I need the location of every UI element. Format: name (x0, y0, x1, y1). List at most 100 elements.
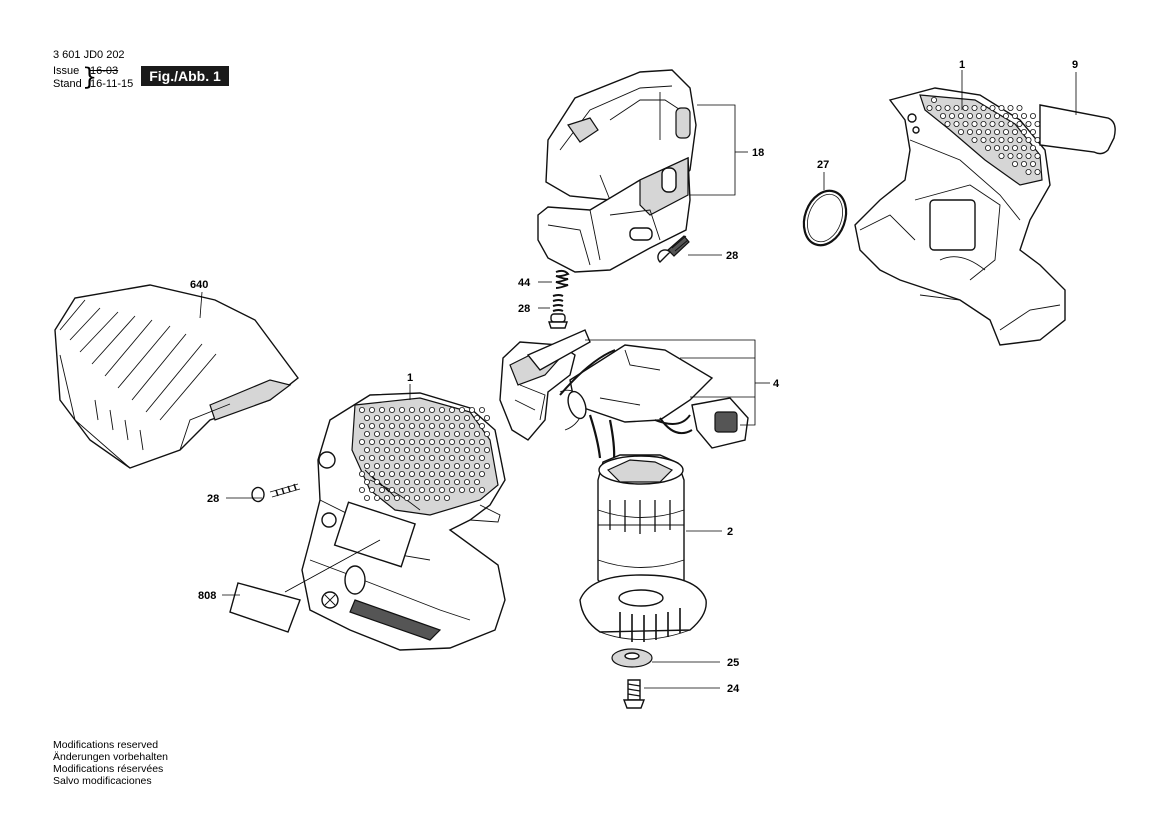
switch-cover-bottom (537, 156, 691, 273)
vent-hole (433, 478, 440, 485)
vent-hole (393, 478, 400, 485)
vent-hole (418, 470, 425, 477)
vent-hole (428, 454, 435, 461)
part-label-28-top: 28 (726, 250, 738, 262)
vent-hole (438, 438, 445, 445)
vent-hole (1034, 168, 1041, 175)
vent-hole (985, 144, 992, 151)
vent-hole (478, 422, 485, 429)
vent-hole (448, 422, 455, 429)
vent-hole (453, 446, 460, 453)
vent-hole (949, 113, 956, 120)
vent-hole (373, 414, 380, 421)
vent-hole (468, 422, 475, 429)
vent-hole (388, 470, 395, 477)
vent-hole (1021, 128, 1028, 135)
vent-hole (393, 446, 400, 453)
vent-hole (428, 486, 435, 493)
vent-hole (1030, 113, 1037, 120)
modifications-notes: Modifications reserved Änderungen vorbeh… (53, 739, 168, 787)
vent-hole (408, 486, 415, 493)
vent-hole (388, 454, 395, 461)
vent-hole (1016, 121, 1023, 128)
part-label-4: 4 (773, 378, 780, 390)
vent-hole (438, 470, 445, 477)
note-en: Modifications reserved (53, 739, 159, 751)
vent-hole (423, 462, 430, 469)
vent-hole (980, 105, 987, 112)
vent-hole (1025, 168, 1032, 175)
vent-hole (1003, 113, 1010, 120)
vent-hole (962, 105, 969, 112)
vent-hole (473, 478, 480, 485)
vent-hole (358, 454, 365, 461)
vent-hole (388, 406, 395, 413)
vent-hole (383, 414, 390, 421)
vent-hole (1021, 113, 1028, 120)
vent-hole (483, 462, 490, 469)
vent-hole (971, 136, 978, 143)
vent-hole (358, 470, 365, 477)
vent-hole (1025, 152, 1032, 159)
vent-hole (976, 128, 983, 135)
vent-hole (413, 462, 420, 469)
vent-hole (1021, 144, 1028, 151)
vent-hole (418, 486, 425, 493)
vent-hole (1034, 152, 1041, 159)
vent-hole (463, 446, 470, 453)
vent-hole (408, 470, 415, 477)
vent-hole (976, 113, 983, 120)
vent-hole (458, 422, 465, 429)
vent-hole (413, 494, 420, 501)
vent-hole (980, 136, 987, 143)
vent-hole (443, 430, 450, 437)
vent-hole (483, 446, 490, 453)
vent-hole (393, 430, 400, 437)
vent-hole (428, 406, 435, 413)
vent-hole (418, 454, 425, 461)
vent-hole (408, 422, 415, 429)
part-label-9: 9 (1072, 59, 1078, 71)
vent-hole (935, 105, 942, 112)
vent-hole (1007, 121, 1014, 128)
vent-hole (994, 128, 1001, 135)
vent-hole (962, 121, 969, 128)
vent-hole (473, 462, 480, 469)
vent-hole (418, 406, 425, 413)
vent-hole (408, 454, 415, 461)
vent-hole (1012, 128, 1019, 135)
washer-25 (611, 648, 653, 668)
vent-hole (980, 121, 987, 128)
vent-hole (398, 406, 405, 413)
note-de: Änderungen vorbehalten (53, 751, 169, 763)
vent-hole (1030, 160, 1037, 167)
vent-hole (423, 446, 430, 453)
vent-hole (398, 470, 405, 477)
vent-hole (378, 486, 385, 493)
vent-hole (388, 438, 395, 445)
vent-hole (398, 438, 405, 445)
part-label-24: 24 (727, 683, 740, 695)
vent-hole (363, 478, 370, 485)
vent-hole (453, 414, 460, 421)
vent-hole (953, 121, 960, 128)
screw-28-left (251, 483, 301, 503)
vent-hole (403, 430, 410, 437)
vent-hole (463, 478, 470, 485)
vent-hole (994, 113, 1001, 120)
leader-lines (199, 70, 1077, 689)
vent-hole (953, 105, 960, 112)
vent-hole (403, 478, 410, 485)
vent-hole (368, 470, 375, 477)
part-number: 3 601 JD0 202 (53, 49, 125, 61)
vent-hole (1007, 105, 1014, 112)
vent-hole (1016, 105, 1023, 112)
vent-hole (423, 478, 430, 485)
vent-hole (428, 422, 435, 429)
vent-hole (1025, 136, 1032, 143)
vent-hole (468, 438, 475, 445)
vent-hole (478, 486, 485, 493)
part-label-28-left: 28 (207, 493, 219, 505)
vent-hole (478, 470, 485, 477)
